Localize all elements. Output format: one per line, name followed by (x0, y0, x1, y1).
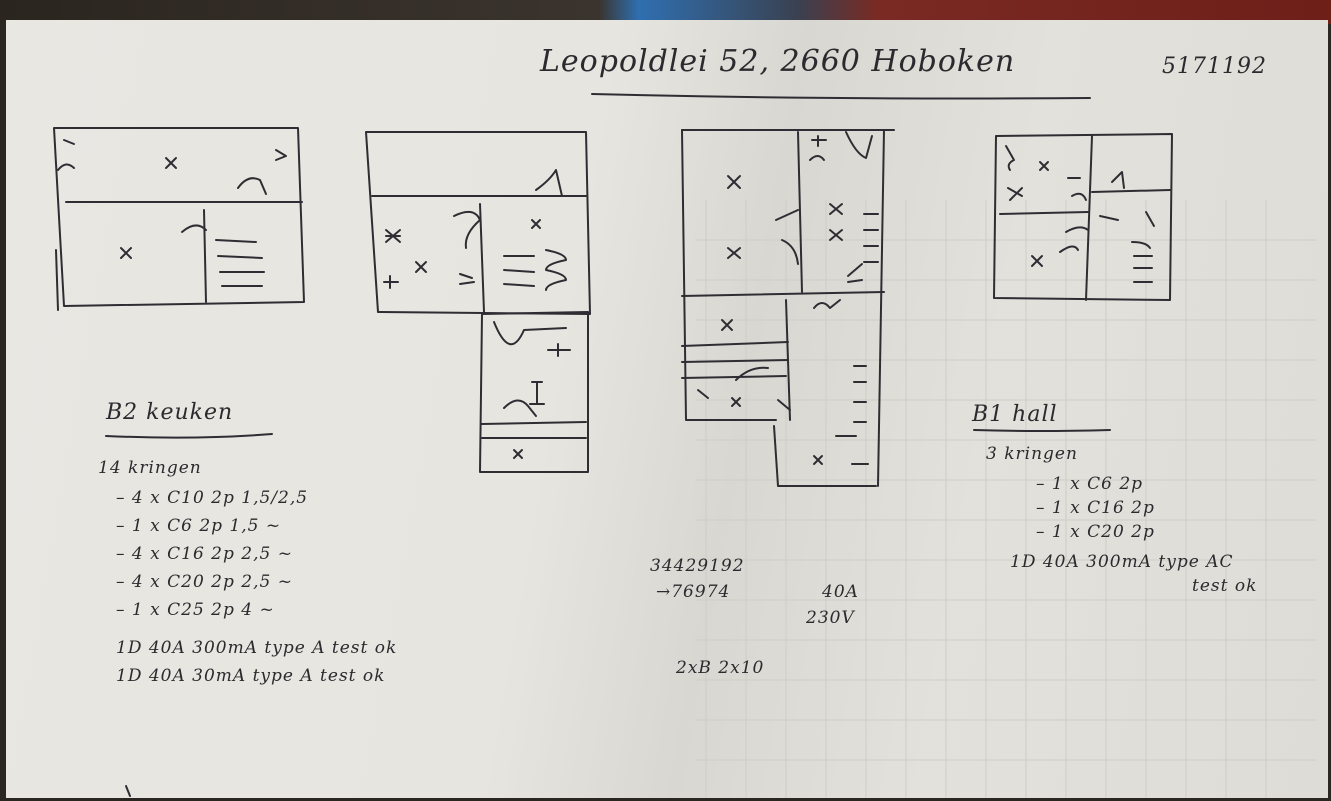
pen-mark (125, 785, 131, 797)
address-underline (591, 93, 1091, 100)
address-heading: Leopoldlei 52, 2660 Hoboken (540, 44, 1016, 79)
upper-floorplan (993, 133, 1173, 301)
left-title-underline (105, 433, 273, 439)
right-panel-subtitle: 3 kringen (986, 444, 1078, 464)
circuit-line: – 1 x C16 2p (1036, 498, 1155, 518)
living-floorplan (365, 131, 591, 473)
meter-number: 34429192 (650, 556, 745, 576)
left-panel-subtitle: 14 kringen (98, 458, 202, 478)
circuit-line: – 1 x C6 2p (1036, 474, 1144, 494)
right-title-underline (973, 429, 1111, 432)
circuit-line: – 1 x C20 2p (1036, 522, 1155, 542)
kitchen-floorplan (53, 127, 305, 311)
floorplan-sketches (53, 93, 1173, 797)
differential-line: 1D 40A 300mA type A test ok (116, 638, 398, 658)
differential-line: 1D 40A 30mA type A test ok (116, 666, 386, 686)
differential-line: 1D 40A 300mA type AC (1010, 552, 1234, 572)
circuit-line: – 4 x C10 2p 1,5/2,5 (116, 488, 309, 508)
circuit-line: – 4 x C20 2p 2,5 ~ (116, 572, 293, 592)
circuit-line: – 4 x C16 2p 2,5 ~ (116, 544, 293, 564)
paper-sheet: Leopoldlei 52, 2660 Hoboken 5171192 B2 k… (6, 20, 1328, 798)
meter-reading: →76974 (656, 582, 731, 602)
circuit-line: – 1 x C25 2p 4 ~ (116, 600, 275, 620)
left-panel-title: B2 keuken (106, 400, 234, 425)
circuit-line: – 1 x C6 2p 1,5 ~ (116, 516, 282, 536)
main-amperage: 40A (822, 582, 859, 602)
differential-test: test ok (1192, 576, 1258, 596)
hall-floorplan (681, 129, 895, 487)
voltage: 230V (806, 608, 855, 628)
right-panel-title: B1 hall (972, 402, 1058, 427)
main-breaker: 2xB 2x10 (676, 658, 765, 678)
reference-number: 5171192 (1162, 54, 1267, 79)
